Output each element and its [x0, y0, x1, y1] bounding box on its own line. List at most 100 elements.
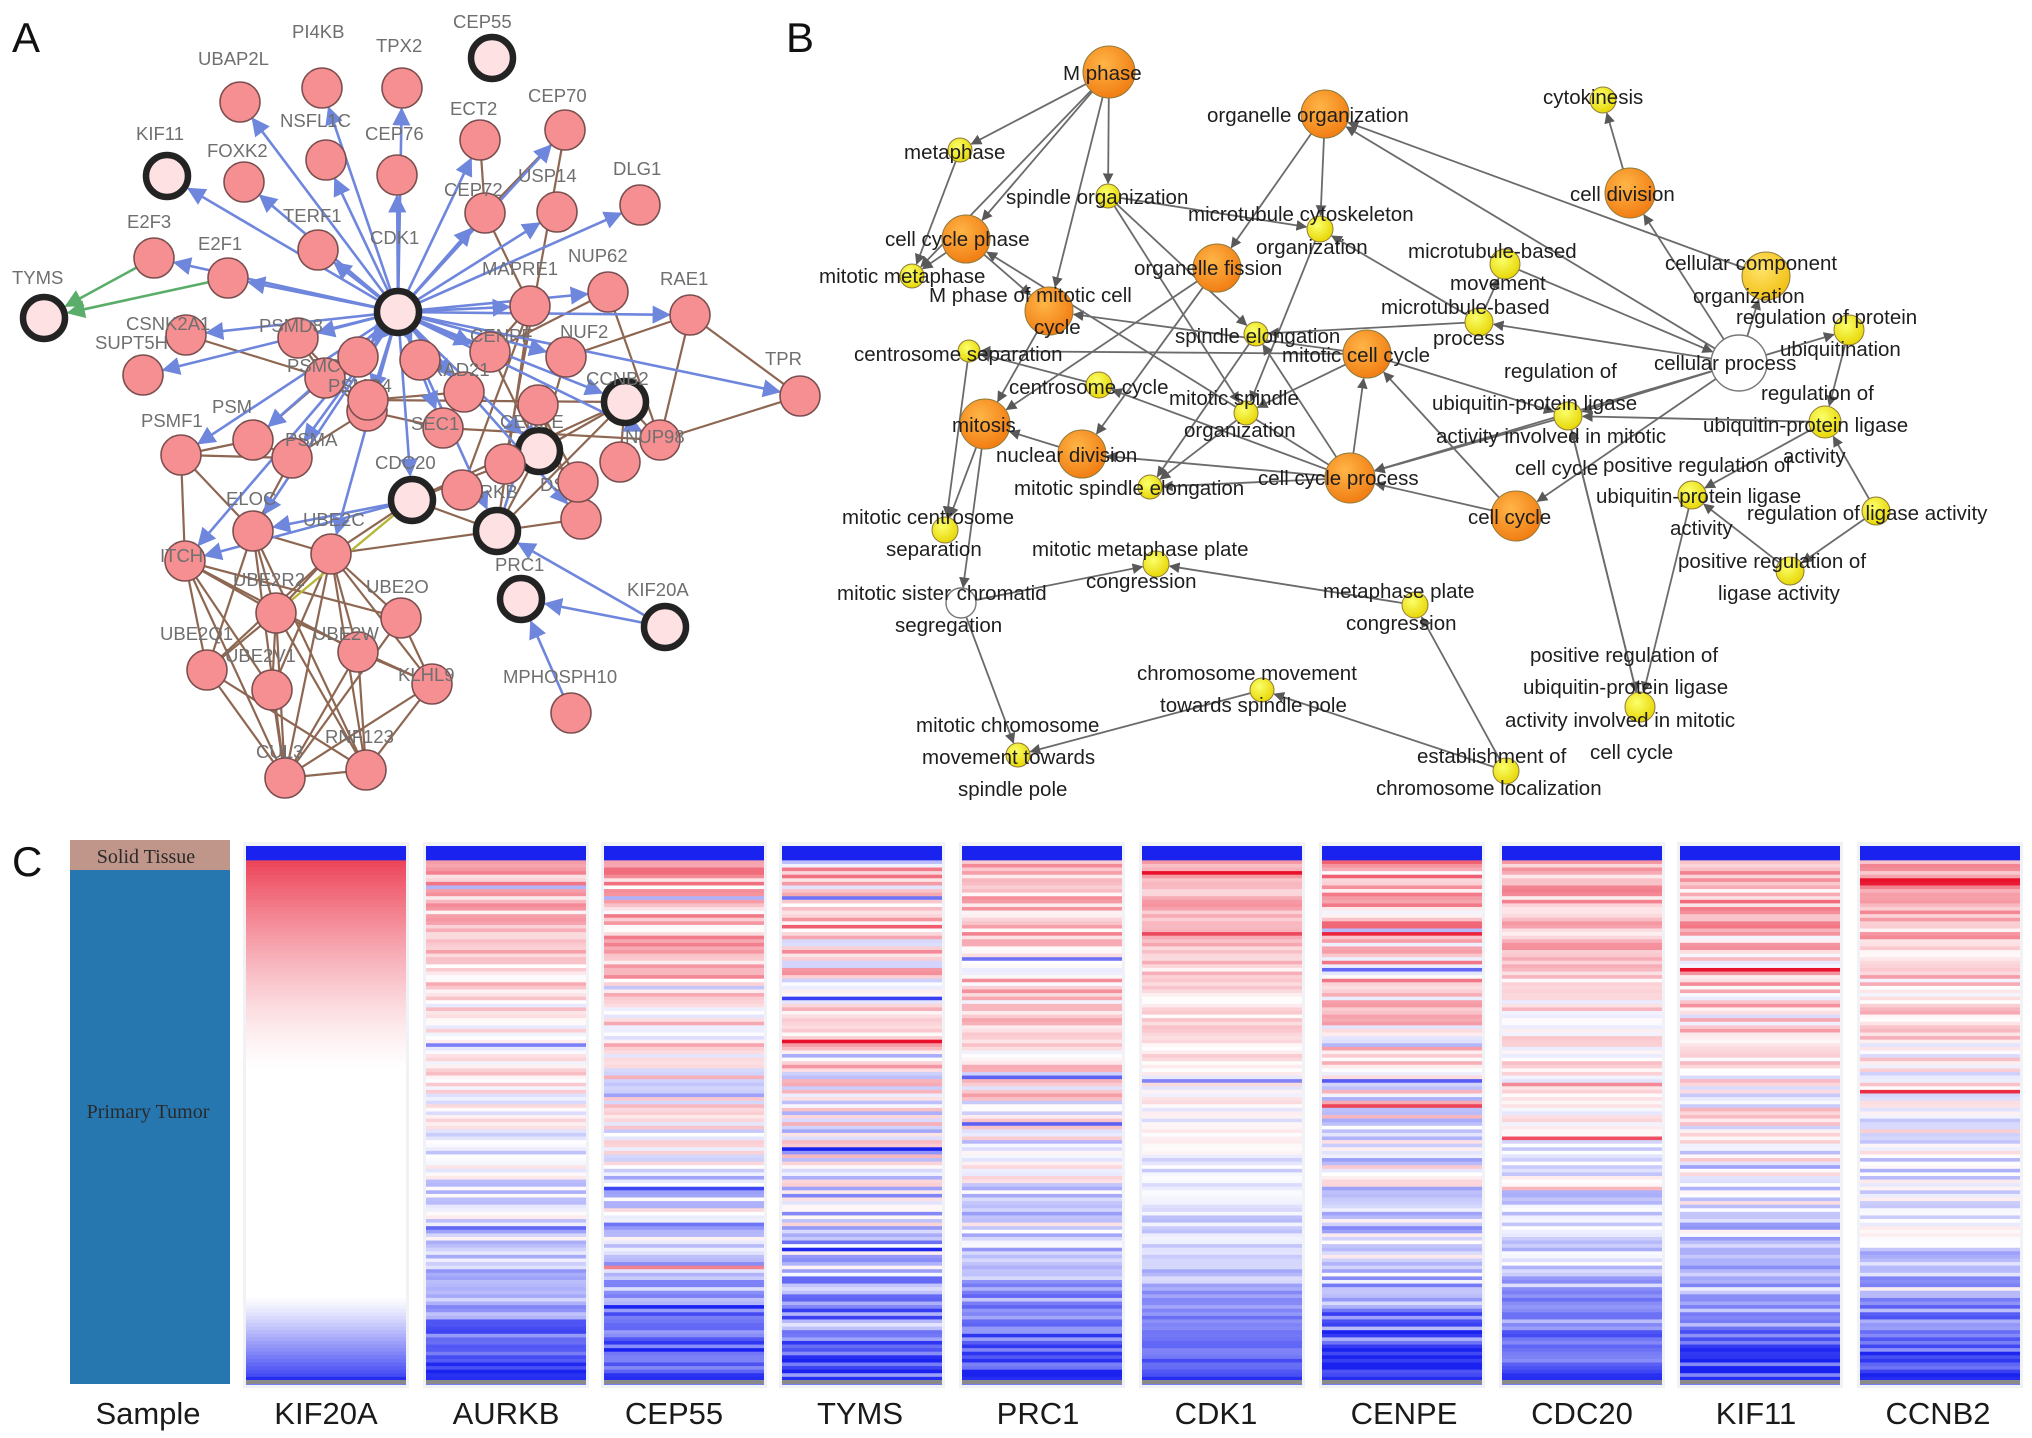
heatmap-row: [246, 1348, 406, 1353]
go-edge-mphase-ccphase: [981, 91, 1093, 221]
heatmap-row: [782, 1003, 942, 1008]
heatmap-row: [1502, 1003, 1662, 1008]
heatmap-row: [246, 1021, 406, 1026]
heatmap-row: [1680, 942, 1840, 948]
ppi-edge-itch-ube2o: [184, 559, 402, 620]
heatmap-row: [962, 1068, 1122, 1073]
heatmap-row: [246, 871, 406, 876]
heatmap-row: [246, 1366, 406, 1371]
heatmap-row: [1142, 846, 1302, 851]
heatmap-row: [426, 967, 586, 973]
heatmap-row: [782, 1340, 942, 1346]
heatmap-row: [962, 985, 1122, 991]
go-edge-spindleorg-mitspo: [1113, 205, 1240, 403]
ppi-node-e2f1: [207, 257, 249, 299]
heatmap-row: [1680, 1032, 1840, 1037]
heatmap-row: [1502, 1201, 1662, 1206]
heatmap-row: [962, 1179, 1122, 1184]
heatmap-row: [1680, 1186, 1840, 1191]
heatmap-row: [782, 863, 942, 869]
heatmap-row: [1680, 1071, 1840, 1077]
heatmap-row: [782, 1100, 942, 1105]
heatmap-row: [1502, 1104, 1662, 1109]
ppi-label-cep55: CEP55: [453, 11, 512, 32]
go-edge-posreglig-posregub: [1702, 503, 1780, 564]
heatmap-row: [1680, 1089, 1840, 1095]
heatmap-row: [1502, 874, 1662, 879]
heatmap-row: [962, 1147, 1122, 1152]
heatmap-row: [246, 935, 406, 940]
heatmap-row: [1502, 1158, 1662, 1163]
heatmap-row: [782, 1068, 942, 1073]
heatmap-row: [426, 1337, 586, 1342]
heatmap-row: [1322, 1333, 1482, 1338]
heatmap-row: [1860, 1097, 2020, 1102]
heatmap-row: [426, 1283, 586, 1288]
heatmap-column-ccnb2: [1857, 842, 2023, 1388]
heatmap-row: [246, 1269, 406, 1274]
heatmap-row: [426, 964, 586, 969]
heatmap-row: [426, 1233, 586, 1238]
heatmap-row: [1680, 1183, 1840, 1188]
heatmap-row: [962, 1064, 1122, 1069]
heatmap-row: [1860, 1036, 2020, 1041]
heatmap-row: [962, 1376, 1122, 1382]
heatmap-row: [1860, 1175, 2020, 1181]
heatmap-row: [246, 1262, 406, 1267]
heatmap-row: [962, 1215, 1122, 1220]
heatmap-row: [246, 1294, 406, 1299]
heatmap-row: [1322, 1358, 1482, 1364]
heatmap-row: [246, 1201, 406, 1206]
go-edge-estchrom-mpc: [1420, 616, 1501, 761]
heatmap-row: [1680, 1297, 1840, 1303]
heatmap-row: [1860, 910, 2020, 915]
go-label-ccproc-0: cell cycle process: [1258, 467, 1419, 490]
heatmap-row: [962, 1154, 1122, 1159]
heatmap-row: [426, 910, 586, 915]
heatmap-row: [1502, 1269, 1662, 1274]
ppi-label-cul3: CUL3: [256, 741, 303, 762]
heatmap-row: [1860, 1093, 2020, 1098]
ppi-edge-x3-ccnb2: [367, 398, 626, 404]
heatmap-baseline: [782, 1380, 942, 1384]
heatmap-row: [1860, 1003, 2020, 1008]
heatmap-row: [1502, 1107, 1662, 1113]
heatmap-row: [1142, 885, 1302, 890]
heatmap-row: [782, 1025, 942, 1030]
heatmap-row: [1680, 1344, 1840, 1349]
ppi-node-tyms: [19, 293, 69, 343]
heatmap-row: [1322, 1104, 1482, 1109]
heatmap-row: [962, 1018, 1122, 1023]
heatmap-row: [962, 1036, 1122, 1041]
heatmap-row: [604, 1107, 764, 1113]
heatmap-row: [1322, 1240, 1482, 1245]
heatmap-row: [1502, 899, 1662, 904]
heatmap-row: [1502, 1054, 1662, 1059]
heatmap-row: [962, 1211, 1122, 1217]
go-node-cell-cycle: [1490, 490, 1542, 542]
heatmap-row: [1502, 971, 1662, 976]
heatmap-row: [782, 1211, 942, 1217]
heatmap-row: [1322, 1028, 1482, 1034]
heatmap-row: [782, 1036, 942, 1041]
heatmap-row: [426, 1039, 586, 1044]
heatmap-row: [782, 1269, 942, 1274]
heatmap-row: [782, 1064, 942, 1069]
heatmap-columns: [243, 842, 2023, 1388]
heatmap-row: [1860, 993, 2020, 998]
heatmap-row: [1142, 1079, 1302, 1084]
heatmap-row: [1680, 1061, 1840, 1066]
go-edge-regubmit-ccproc: [1373, 418, 1555, 474]
ppi-label-ube2r2: UBE2R2: [233, 569, 305, 590]
heatmap-row: [246, 1154, 406, 1159]
heatmap-row: [1502, 1251, 1662, 1256]
go-label-ccphase-0: cell cycle phase: [885, 228, 1030, 251]
heatmap-row: [246, 1340, 406, 1346]
heatmap-row: [1680, 1197, 1840, 1202]
go-label-mitchrommov-1: movement towards: [922, 746, 1095, 769]
heatmap-row: [604, 1333, 764, 1338]
go-edge-cellproc-regubmit: [1581, 370, 1713, 414]
go-label-cellproc-0: cellular process: [1654, 352, 1796, 375]
heatmap-row: [1322, 1068, 1482, 1073]
heatmap-row: [426, 853, 586, 858]
